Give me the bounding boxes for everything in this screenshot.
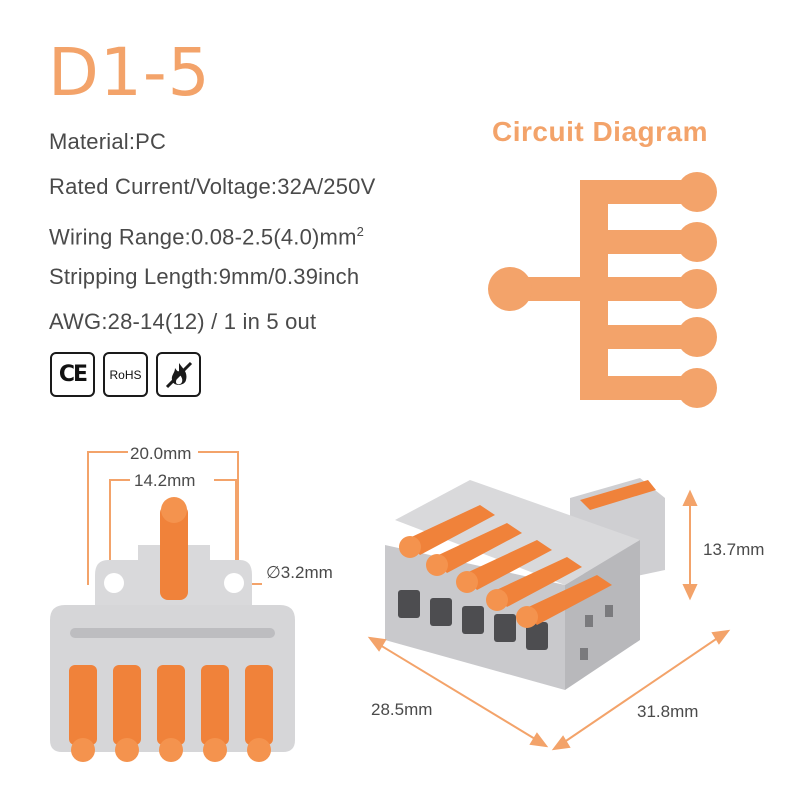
certification-badges: CE RoHS	[50, 352, 201, 397]
dim-depth-arrow-start	[367, 636, 387, 652]
dim-label-inner-width: 14.2mm	[134, 471, 196, 490]
iso-wire-hole-2	[430, 598, 452, 626]
front-mount-hole-right	[224, 573, 244, 593]
spec-rating: Rated Current/Voltage:32A/250V	[49, 174, 376, 199]
iso-lever-tip-1	[399, 536, 421, 558]
no-flame-icon	[156, 352, 201, 397]
dim-label-outer-width: 20.0mm	[130, 444, 192, 463]
front-output-lever-tip-2	[115, 738, 139, 762]
circuit-output-node-4	[677, 317, 717, 357]
circuit-output-node-1	[677, 172, 717, 212]
dim-height-arrow-bottom	[682, 584, 698, 601]
dim-depth-line	[374, 641, 541, 743]
circuit-diagram-title: Circuit Diagram	[492, 116, 708, 147]
spec-awg: AWG:28-14(12) / 1 in 5 out	[49, 309, 317, 334]
dim-outer-right	[198, 451, 239, 585]
dim-label-depth: 28.5mm	[371, 700, 433, 719]
circuit-output-node-5	[677, 368, 717, 408]
front-slot	[70, 628, 275, 638]
spec-wiring-range: Wiring Range:0.08-2.5(4.0)mm2	[49, 216, 375, 261]
dim-length-line	[559, 634, 723, 746]
circuit-output-node-3	[677, 269, 717, 309]
front-output-lever-tip-1	[71, 738, 95, 762]
spec-wiring-superscript: 2	[356, 224, 365, 239]
iso-side-slot-2	[605, 605, 613, 617]
spec-material: Material:PC	[49, 129, 167, 154]
iso-lever-4	[492, 557, 582, 607]
connector-iso-view	[367, 478, 731, 751]
dim-label-height: 13.7mm	[703, 540, 765, 559]
iso-lever-tip-4	[486, 589, 508, 611]
front-output-lever-4	[201, 665, 229, 745]
iso-wire-hole-1	[398, 590, 420, 618]
dim-inner-right	[214, 479, 237, 570]
dim-height-arrow-top	[682, 489, 698, 506]
iso-lever-5	[522, 575, 612, 625]
dim-length-arrow-end	[711, 629, 731, 645]
iso-lever-tip-5	[516, 606, 538, 628]
spec-stripping: Stripping Length:9mm/0.39inch	[49, 264, 360, 289]
iso-wire-hole-3	[462, 606, 484, 634]
connector-front-view	[50, 451, 295, 762]
front-output-lever-tip-3	[159, 738, 183, 762]
front-output-lever-1	[69, 665, 97, 745]
iso-side-slot-1	[585, 615, 593, 627]
iso-lever-tip-2	[426, 554, 448, 576]
front-output-lever-tip-5	[247, 738, 271, 762]
iso-lever-2	[432, 523, 522, 573]
dim-length-arrow-start	[551, 735, 571, 751]
iso-wire-hole-4	[494, 614, 516, 642]
dim-outer-left	[87, 451, 128, 585]
front-output-lever-3	[157, 665, 185, 745]
dim-inner-left	[109, 479, 130, 570]
front-output-lever-2	[113, 665, 141, 745]
front-input-lever-tip	[161, 497, 187, 523]
iso-lever-tip-3	[456, 571, 478, 593]
front-output-lever-5	[245, 665, 273, 745]
dim-label-hole-diameter: ∅3.2mm	[266, 563, 333, 582]
circuit-input-node	[488, 267, 532, 311]
front-mount-hole-left	[104, 573, 124, 593]
iso-wire-hole-5	[526, 622, 548, 650]
iso-side-slot-3	[580, 648, 588, 660]
spec-wiring-text: Wiring Range:0.08-2.5(4.0)mm	[49, 224, 357, 250]
ce-badge: CE	[50, 352, 95, 397]
dim-label-length: 31.8mm	[637, 702, 699, 721]
iso-input-lever	[580, 480, 656, 510]
spec-list: Material:PC Rated Current/Voltage:32A/25…	[49, 126, 375, 351]
circuit-diagram	[488, 172, 717, 408]
iso-lever-1	[405, 505, 495, 555]
iso-lever-3	[462, 540, 552, 590]
front-input-lever	[160, 505, 188, 600]
circuit-output-node-2	[677, 222, 717, 262]
rohs-badge: RoHS	[103, 352, 148, 397]
product-title: D1-5	[48, 34, 211, 111]
dim-depth-arrow-end	[529, 732, 549, 748]
front-output-lever-tip-4	[203, 738, 227, 762]
